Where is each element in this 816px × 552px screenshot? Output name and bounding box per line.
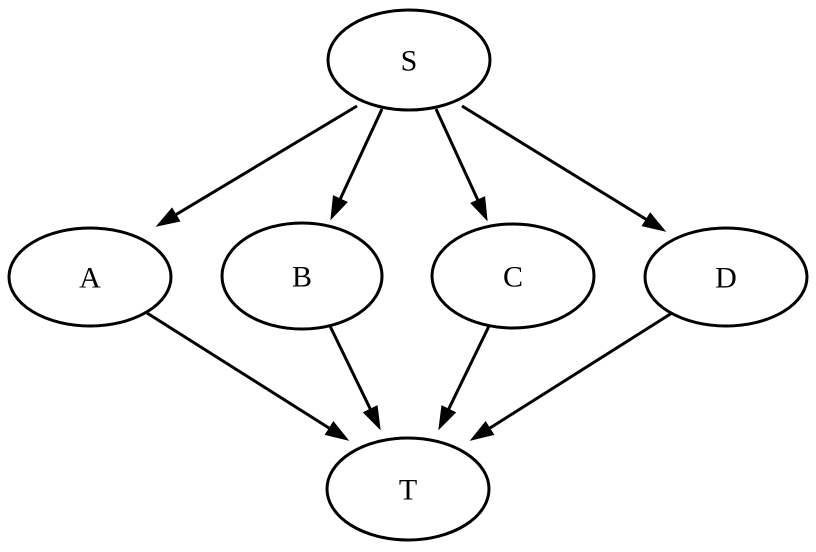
node-d[interactable]: D xyxy=(643,226,809,328)
edge-s-to-b[interactable] xyxy=(330,108,384,221)
edge-s-to-c-hitbox[interactable] xyxy=(436,109,487,220)
edge-s-to-a[interactable] xyxy=(155,104,358,227)
node-s[interactable]: S xyxy=(326,8,492,112)
edge-c-to-t-line xyxy=(445,323,492,414)
edge-layer xyxy=(146,104,673,441)
node-c[interactable]: C xyxy=(430,222,596,330)
edge-b-to-t-hitbox[interactable] xyxy=(329,324,380,429)
edge-a-to-t-hitbox[interactable] xyxy=(147,313,348,440)
node-d-ellipse[interactable] xyxy=(643,226,809,328)
node-a[interactable]: A xyxy=(7,226,173,328)
edge-d-to-t-line xyxy=(485,311,673,432)
edge-c-to-t-hitbox[interactable] xyxy=(439,324,490,429)
edge-s-to-d-line xyxy=(461,104,651,224)
edge-d-to-t-arrowhead xyxy=(469,421,495,441)
edge-b-to-t-arrowhead xyxy=(362,405,381,431)
edge-a-to-t[interactable] xyxy=(146,311,350,441)
edge-s-to-c-line xyxy=(434,108,482,205)
edge-s-to-d-hitbox[interactable] xyxy=(462,106,665,231)
edge-s-to-a-hitbox[interactable] xyxy=(157,106,357,226)
edge-c-to-t-arrowhead xyxy=(438,405,457,431)
edge-s-to-b-hitbox[interactable] xyxy=(331,109,382,219)
edge-b-to-t-line xyxy=(327,323,374,414)
edge-s-to-d-arrowhead xyxy=(641,212,667,232)
node-t[interactable]: T xyxy=(325,436,491,542)
edge-b-to-t[interactable] xyxy=(327,323,381,431)
edge-s-to-d[interactable] xyxy=(461,104,667,232)
edge-d-to-t[interactable] xyxy=(469,311,673,441)
node-t-ellipse[interactable] xyxy=(325,436,491,542)
edge-s-to-a-line xyxy=(171,104,358,219)
edge-s-to-c[interactable] xyxy=(434,108,488,222)
edge-s-to-a-arrowhead xyxy=(155,207,181,227)
node-layer: S A B C D xyxy=(7,8,809,542)
node-c-ellipse[interactable] xyxy=(430,222,596,330)
edge-s-to-b-arrowhead xyxy=(330,195,348,221)
node-a-ellipse[interactable] xyxy=(7,226,173,328)
edge-s-to-c-arrowhead xyxy=(470,196,488,222)
edge-a-to-t-line xyxy=(146,311,334,432)
node-b[interactable]: B xyxy=(220,221,384,331)
edge-s-to-b-line xyxy=(337,108,384,204)
node-b-ellipse[interactable] xyxy=(220,221,384,331)
node-s-ellipse[interactable] xyxy=(326,8,492,112)
edge-c-to-t[interactable] xyxy=(438,323,492,431)
edge-a-to-t-arrowhead xyxy=(324,421,350,441)
edge-d-to-t-hitbox[interactable] xyxy=(471,313,672,440)
